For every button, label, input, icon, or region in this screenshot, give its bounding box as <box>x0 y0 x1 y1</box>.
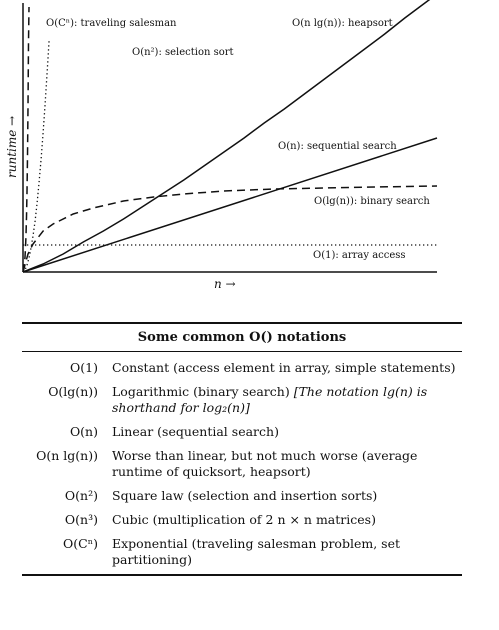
table-header-rule <box>22 351 462 352</box>
y-axis-label: runtime → <box>5 116 19 178</box>
table-bottom-rule <box>22 574 462 576</box>
series-label-log: O(lg(n)): binary search <box>314 196 430 207</box>
row-notation: O(Cⁿ) <box>63 536 98 551</box>
row-description-text: Cubic (multiplication of 2 n × n matrice… <box>112 512 376 527</box>
row-notation: O(1) <box>70 360 98 375</box>
row-notation: O(n lg(n)) <box>36 448 98 463</box>
notation-table: Some common O() notations O(1) Constant (… <box>22 322 462 576</box>
series-layer <box>22 0 438 273</box>
row-description: Logarithmic (binary search) [The notatio… <box>112 384 462 416</box>
row-description-text: Exponential (traveling salesman problem,… <box>112 536 400 567</box>
row-notation: O(n) <box>69 424 98 439</box>
row-description-text: Constant (access element in array, simpl… <box>112 360 456 375</box>
x-axis-label: n → <box>214 277 236 291</box>
row-description: Square law (selection and insertion sort… <box>112 488 462 504</box>
table-row: O(Cⁿ) Exponential (traveling salesman pro… <box>22 536 462 568</box>
series-label-exponential: O(Cⁿ): traveling salesman <box>46 18 177 29</box>
table-rows: O(1) Constant (access element in array, s… <box>22 360 462 568</box>
series-label-linear: O(n): sequential search <box>278 141 397 152</box>
table-row: O(n²) Square law (selection and insertion… <box>22 488 462 504</box>
row-description-text: Linear (sequential search) <box>112 424 279 439</box>
table-row: O(n) Linear (sequential search) <box>22 424 462 440</box>
complexity-chart: n → runtime → O(Cⁿ): traveling salesman … <box>5 0 438 291</box>
row-description: Linear (sequential search) <box>112 424 462 440</box>
series-label-square: O(n²): selection sort <box>132 47 234 58</box>
table-row: O(n lg(n)) Worse than linear, but not muc… <box>22 448 462 480</box>
series-label-constant: O(1): array access <box>313 250 406 261</box>
table-title: Some common O() notations <box>137 330 347 345</box>
row-note: [The notation lg(n) is shorthand for log… <box>112 384 428 415</box>
series-line-nlogn <box>22 0 431 273</box>
series-label-nlogn: O(n lg(n)): heapsort <box>292 18 393 29</box>
table-top-rule <box>22 322 462 324</box>
table-row: O(n³) Cubic (multiplication of 2 n × n ma… <box>22 512 462 528</box>
row-notation: O(lg(n)) <box>48 384 98 399</box>
series-line-log <box>22 185 438 273</box>
series-line-linear <box>22 137 438 273</box>
row-description-text: Square law (selection and insertion sort… <box>112 488 378 503</box>
table-row: O(lg(n)) Logarithmic (binary search) [The… <box>22 384 462 416</box>
row-description: Constant (access element in array, simpl… <box>112 360 462 376</box>
row-description: Exponential (traveling salesman problem,… <box>112 536 462 568</box>
row-notation: O(n³) <box>64 512 98 527</box>
row-description: Worse than linear, but not much worse (a… <box>112 448 462 480</box>
series-line-square <box>22 39 50 273</box>
table-row: O(1) Constant (access element in array, s… <box>22 360 462 376</box>
series-line-exponential <box>22 6 30 273</box>
row-description-text: Worse than linear, but not much worse (a… <box>112 448 418 479</box>
row-description-text: Logarithmic (binary search) <box>112 384 290 399</box>
row-notation: O(n²) <box>64 488 98 503</box>
row-description: Cubic (multiplication of 2 n × n matrice… <box>112 512 462 528</box>
